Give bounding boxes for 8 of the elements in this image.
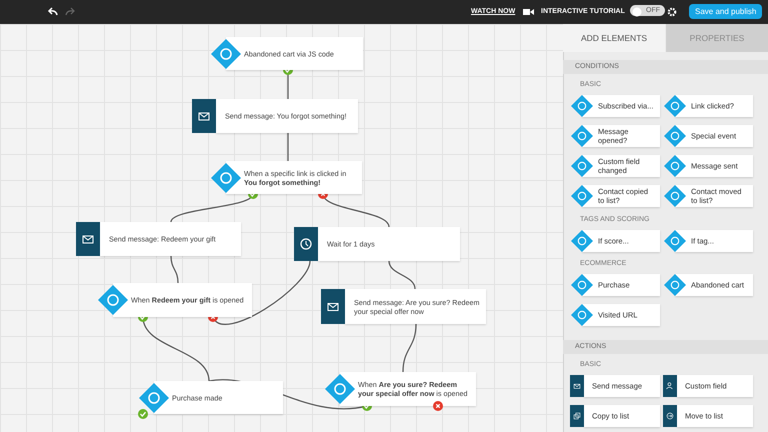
connector-line <box>207 260 311 325</box>
connector-line <box>287 133 289 161</box>
properties-tab: PROPERTIES <box>666 24 768 52</box>
connector-line <box>170 256 179 284</box>
connector-line <box>402 324 417 372</box>
save-publish-button: Save and publish <box>689 4 762 19</box>
add-elements-tab: ADD ELEMENTS <box>563 24 665 52</box>
connector-line <box>388 260 416 290</box>
